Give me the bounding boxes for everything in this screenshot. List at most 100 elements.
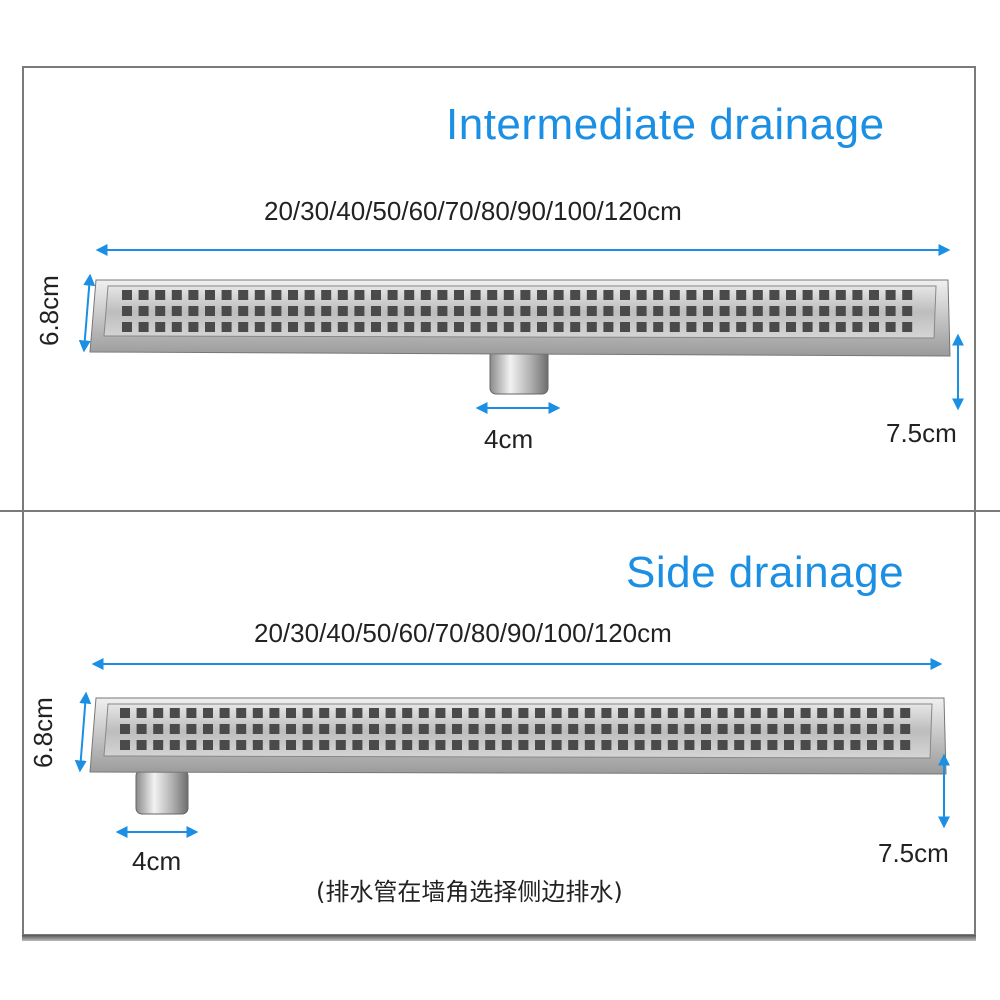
grate-hole [402, 724, 413, 734]
grate-hole [551, 740, 562, 750]
grate-hole [238, 306, 249, 316]
grate-hole [883, 740, 894, 750]
grate-hole [138, 322, 149, 332]
grate-hole [817, 740, 828, 750]
grate-hole [586, 306, 597, 316]
grate-hole [817, 708, 828, 718]
grate-hole [553, 306, 564, 316]
grate-hole [686, 306, 697, 316]
grate-hole [535, 708, 545, 718]
grate-hole [203, 724, 213, 734]
grate-hole [485, 708, 496, 718]
grate-hole [269, 708, 280, 718]
intermediate-drainage-title: Intermediate drainage [446, 100, 885, 149]
grate-hole [769, 290, 780, 300]
grate-hole [302, 724, 313, 734]
grate-hole [354, 322, 365, 332]
grate-hole [537, 322, 547, 332]
grate-hole [418, 708, 429, 718]
grate-hole [734, 740, 745, 750]
grate-hole [271, 322, 282, 332]
grate-hole [485, 740, 496, 750]
grate-hole [852, 290, 863, 300]
grate-hole [304, 290, 315, 300]
grate-hole [352, 708, 363, 718]
side-outlet-label: 4cm [132, 846, 182, 876]
grate-hole [221, 322, 232, 332]
grate-hole [717, 740, 728, 750]
grate-hole [520, 322, 531, 332]
section-divider [0, 510, 1000, 512]
grate-hole [537, 290, 547, 300]
grate-hole [319, 740, 330, 750]
grate-hole [769, 306, 780, 316]
grate-hole [286, 708, 296, 718]
grate-hole [371, 306, 381, 316]
grate-hole [487, 306, 498, 316]
side-width-arrow [74, 691, 92, 773]
grate-hole [387, 322, 398, 332]
grate-hole [468, 708, 479, 718]
grate-hole [219, 724, 230, 734]
intermediate-length-label: 20/30/40/50/60/70/80/90/100/120cm [264, 196, 682, 226]
grate-hole [667, 740, 678, 750]
side-outlet-pipe [135, 769, 189, 815]
grate-hole [835, 322, 846, 332]
grate-hole [752, 322, 763, 332]
grate-hole [669, 290, 680, 300]
grate-hole [452, 708, 462, 718]
grate-hole [205, 322, 215, 332]
grate-hole [238, 290, 249, 300]
grate-hole [236, 708, 247, 718]
grate-hole [900, 740, 911, 750]
grate-hole [885, 290, 896, 300]
intermediate-outlet-pipe [489, 347, 549, 395]
grate-hole [784, 724, 794, 734]
grate-hole [819, 290, 830, 300]
grate-hole [750, 708, 761, 718]
grate-hole [601, 724, 612, 734]
grate-hole [620, 306, 630, 316]
grate-hole [568, 724, 579, 734]
grate-hole [501, 708, 512, 718]
grate-hole [236, 740, 247, 750]
grate-hole [404, 322, 415, 332]
grate-hole [288, 290, 298, 300]
grate-hole [219, 708, 230, 718]
grate-hole [634, 724, 645, 734]
intermediate-outlet-label: 4cm [484, 424, 534, 454]
grate-hole [402, 708, 413, 718]
grate-hole [503, 306, 514, 316]
grate-hole [254, 306, 265, 316]
grate-hole [703, 322, 713, 332]
grate-hole [420, 290, 431, 300]
grate-hole [254, 290, 265, 300]
grate-hole [750, 740, 761, 750]
grate-hole [371, 290, 381, 300]
grate-hole [752, 306, 763, 316]
grate-hole [850, 740, 861, 750]
grate-hole [819, 306, 830, 316]
grate-hole [701, 724, 711, 734]
grate-hole [734, 724, 745, 734]
grate-hole [518, 740, 529, 750]
grate-hole [138, 306, 149, 316]
grate-hole [734, 708, 745, 718]
grate-hole [902, 306, 913, 316]
grate-hole [122, 290, 132, 300]
grate-hole [736, 306, 747, 316]
grate-hole [122, 306, 132, 316]
grate-hole [404, 290, 415, 300]
intermediate-grate-holes [122, 290, 913, 332]
grate-hole [586, 322, 597, 332]
grate-hole [319, 708, 330, 718]
grate-hole [584, 740, 595, 750]
grate-hole [271, 290, 282, 300]
grate-hole [468, 724, 479, 734]
grate-hole [371, 322, 381, 332]
grate-hole [120, 724, 130, 734]
grate-hole [651, 724, 662, 734]
grate-hole [835, 290, 846, 300]
grate-hole [869, 322, 879, 332]
grate-hole [153, 708, 164, 718]
